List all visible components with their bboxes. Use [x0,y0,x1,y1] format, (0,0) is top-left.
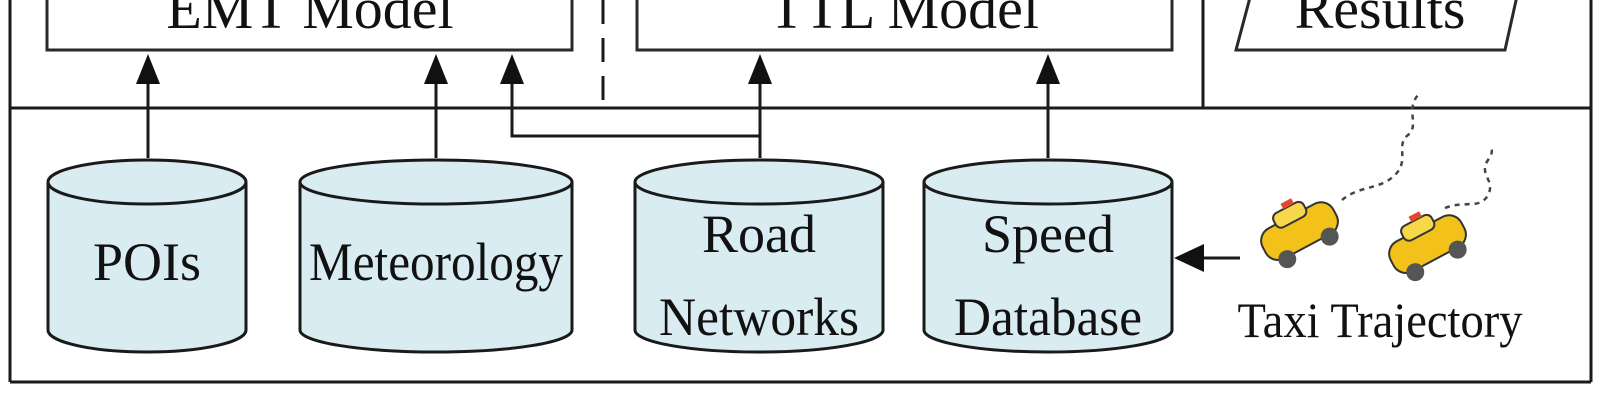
arrow-road-to-emt [500,54,760,138]
outer-frame [8,0,1593,384]
results-box: Results [1234,0,1518,52]
speed-database-label-2: Database [954,287,1142,347]
emt-model-box: EMT Model [45,0,574,52]
ttl-model-box: TTL Model [635,0,1174,52]
arrow-meteorology-to-emt [424,54,448,158]
ttl-model-label: TTL Model [769,0,1039,41]
road-networks-label-2: Networks [659,287,859,347]
database-meteorology: Meteorology [298,158,574,354]
road-networks-label-1: Road [702,204,816,264]
database-pois: POIs [46,158,248,354]
taxi-trajectory-label: Taxi Trajectory [1238,292,1523,348]
taxi-icon-2 [1388,211,1467,282]
results-label: Results [1295,0,1466,41]
arrow-taxi-to-speed [1174,244,1240,272]
arrow-pois-to-emt [136,54,160,158]
speed-database-label-1: Speed [982,204,1114,264]
arrow-road-to-ttl [748,54,772,158]
database-speed: Speed Database [922,158,1174,354]
arrow-speed-to-ttl [1036,54,1060,158]
meteorology-label: Meteorology [309,232,563,292]
pois-label: POIs [93,232,201,292]
database-road-networks: Road Networks [633,158,885,354]
taxi-icon [1260,198,1339,269]
emt-model-label: EMT Model [166,0,453,41]
trajectory-paths [1341,94,1494,210]
